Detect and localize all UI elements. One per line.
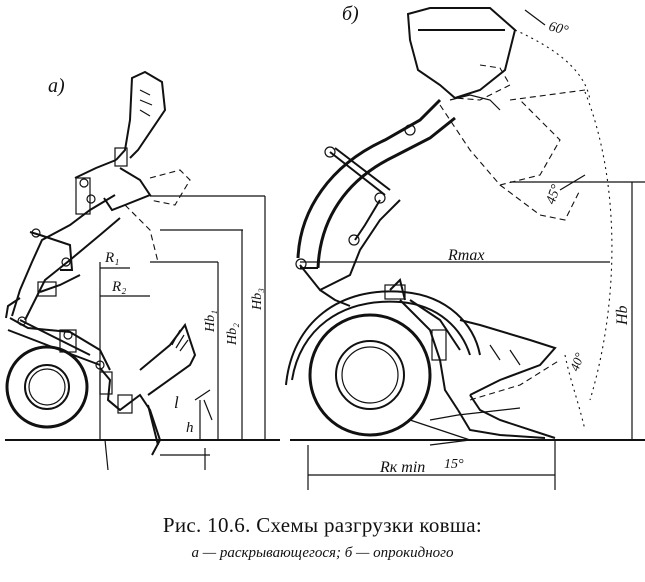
bucket-lower-a bbox=[107, 322, 197, 456]
dim-rkmin: Rк min bbox=[379, 459, 425, 476]
dim-hb2: Hb₂ bbox=[225, 323, 240, 346]
caption-legend: а — раскрывающегося; б — опрокидного bbox=[191, 545, 454, 561]
fender-b bbox=[291, 300, 471, 381]
dim-hb3: Hb₃ bbox=[250, 288, 265, 311]
dim-hb: Hb bbox=[614, 305, 631, 326]
panel-a-label: а) bbox=[48, 75, 65, 97]
dim-r2: R₂ bbox=[111, 279, 126, 295]
dim-h: h bbox=[186, 420, 194, 436]
dimensions-a bbox=[99, 195, 266, 471]
dimensions-b bbox=[300, 181, 645, 490]
panel-b-label: б) bbox=[342, 3, 359, 25]
wheel-a bbox=[5, 345, 89, 429]
angle-top: 60° bbox=[547, 19, 570, 39]
dim-hb1: Hb₁ bbox=[203, 310, 218, 333]
dim-rmax: Rmax bbox=[447, 247, 484, 264]
bucket-raised-a bbox=[103, 70, 191, 263]
bucket-swing-path-b bbox=[439, 9, 613, 431]
fender-outer-b bbox=[285, 290, 481, 386]
boom-raised-a bbox=[5, 159, 121, 321]
dim-r1: R₁ bbox=[104, 250, 119, 266]
boom-lower-a bbox=[7, 316, 121, 411]
angle-small: 15° bbox=[444, 457, 464, 472]
panel-b: б) bbox=[285, 3, 645, 490]
angle-bottom: 40° bbox=[567, 351, 587, 373]
boom-b bbox=[295, 98, 461, 411]
wheel-b bbox=[308, 313, 432, 437]
bucket-lower-b bbox=[429, 319, 561, 439]
caption-title: Рис. 10.6. Схемы разгрузки ковша: bbox=[162, 513, 483, 537]
bucket-upper-b bbox=[406, 7, 517, 111]
panel-a: а) bbox=[5, 70, 280, 471]
dim-l: l bbox=[174, 393, 179, 412]
angle-mid: 45° bbox=[544, 182, 565, 206]
